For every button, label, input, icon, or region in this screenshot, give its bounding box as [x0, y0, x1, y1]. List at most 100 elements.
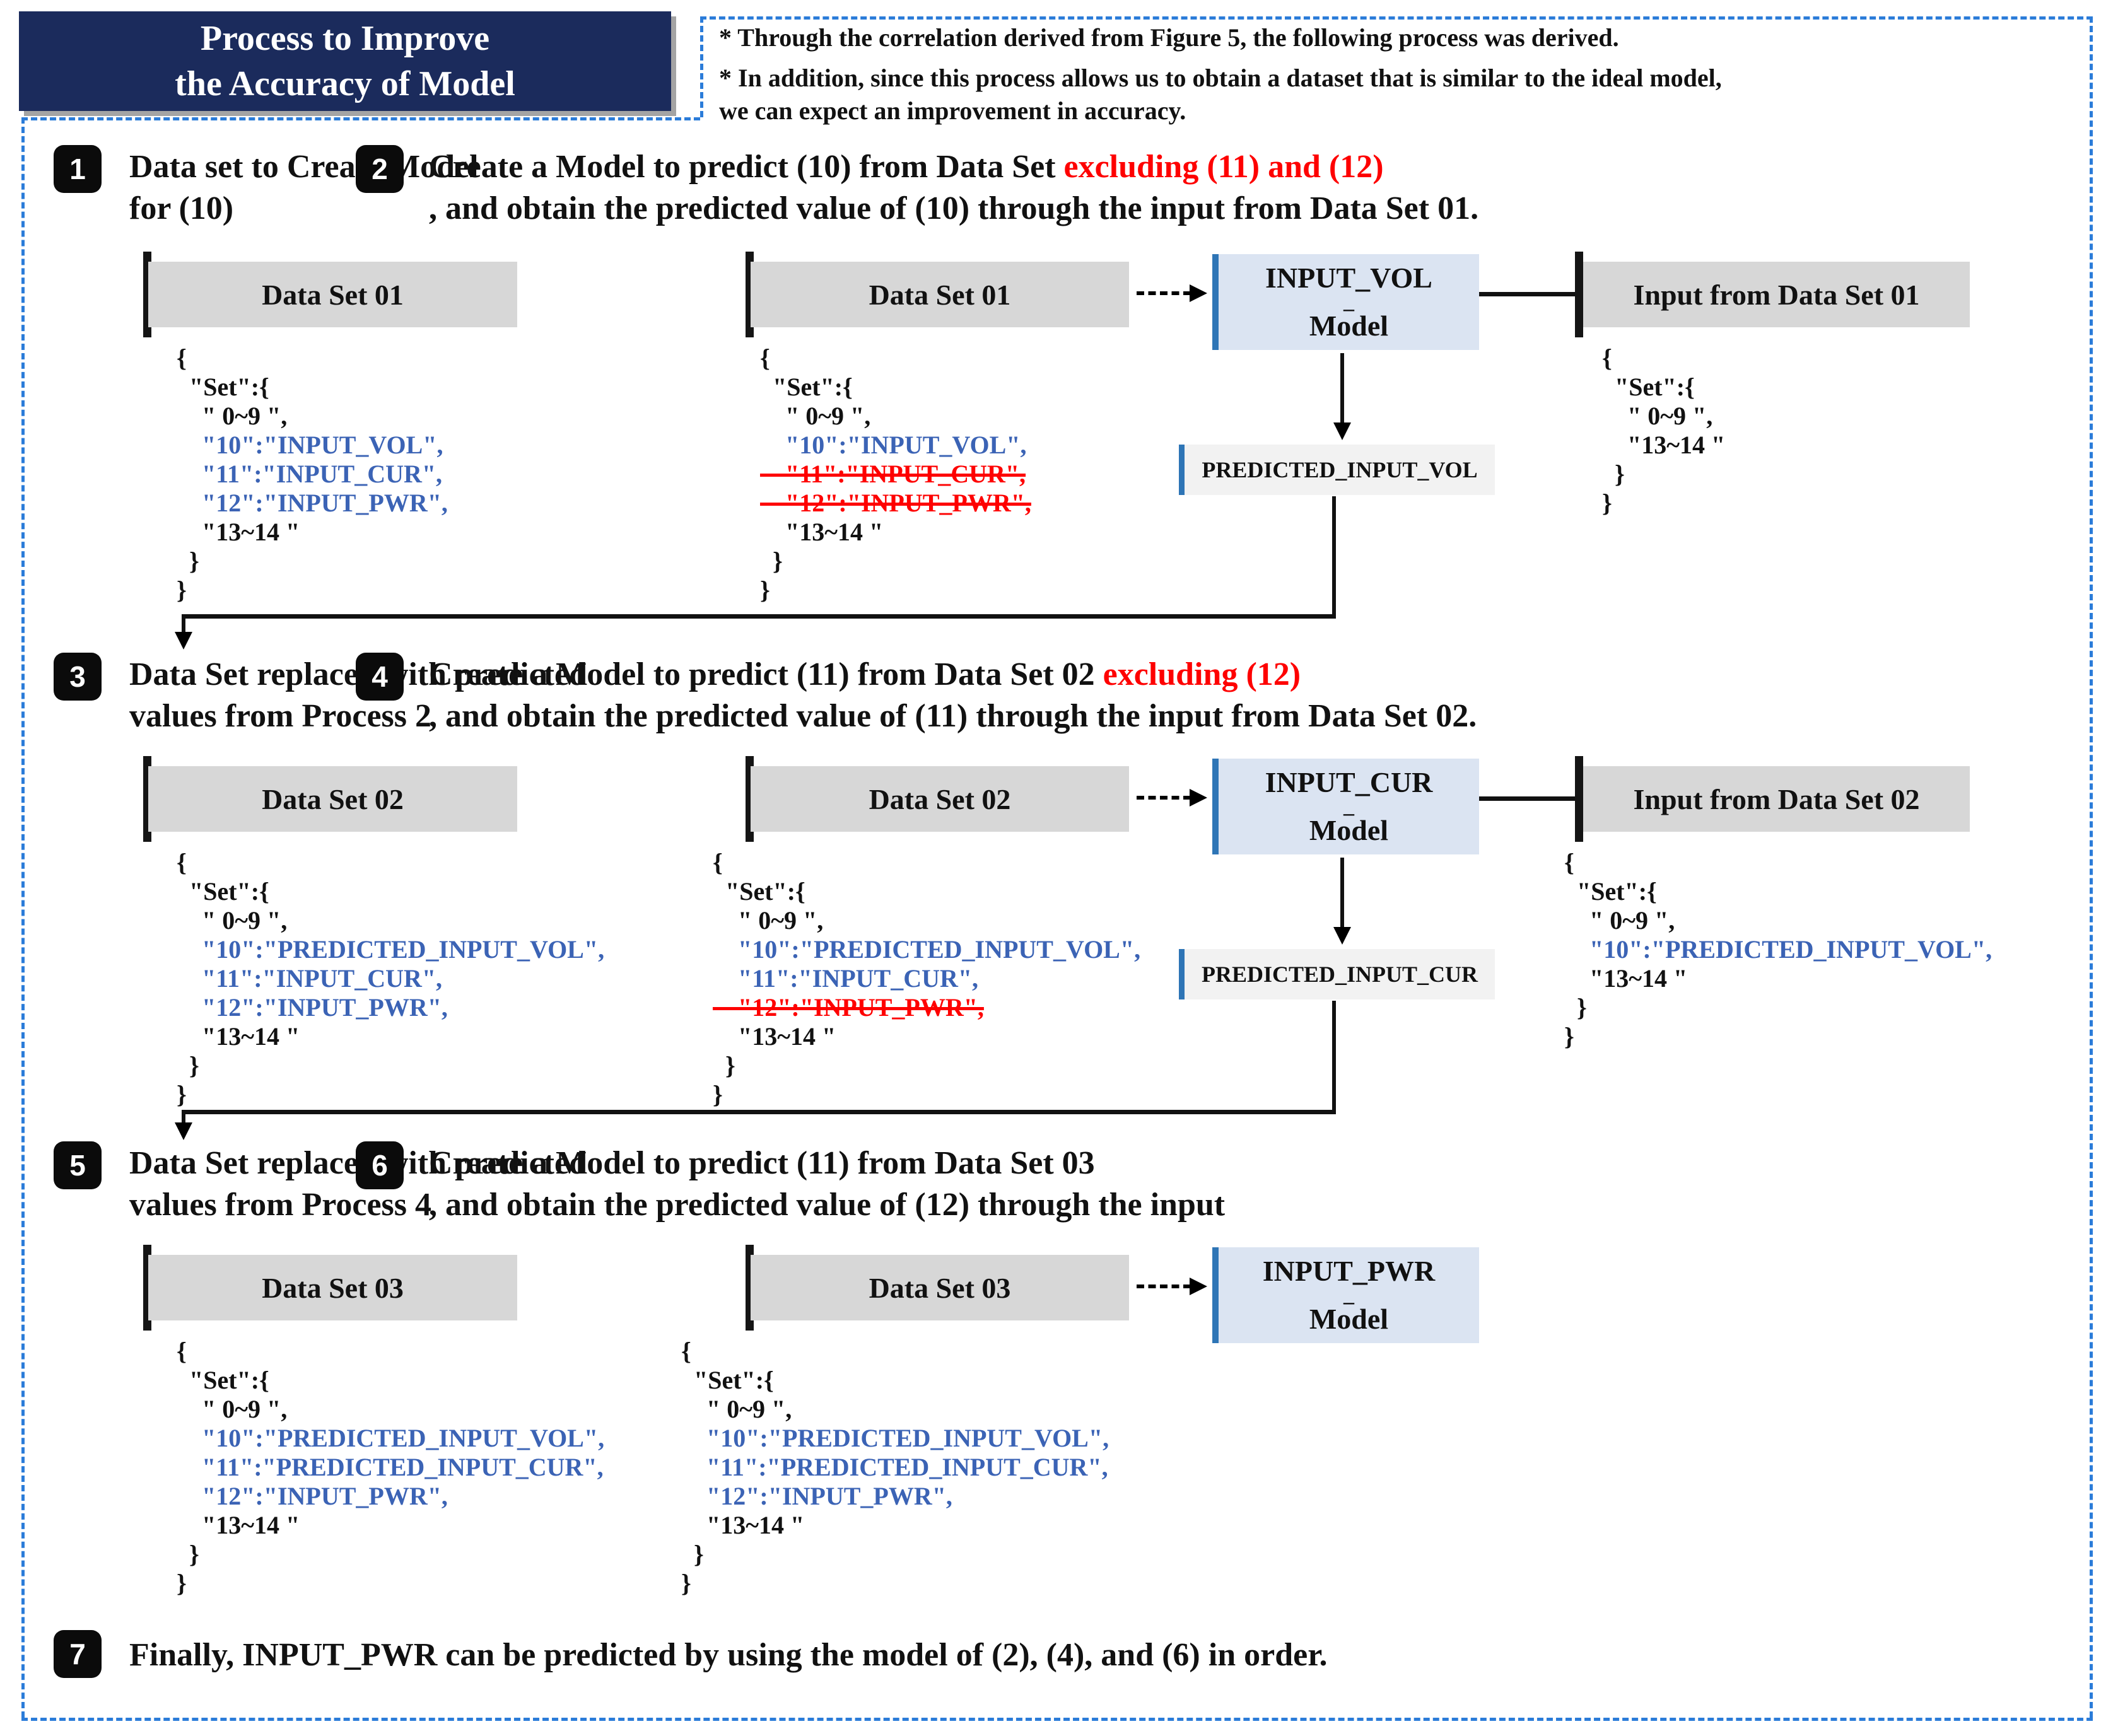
json-line: "13~14 " [177, 1511, 300, 1539]
dashed-arrow-row1 [1137, 291, 1191, 295]
diagram-title-line1: Process to Improve [200, 19, 490, 58]
input-vol-model-underscore: _ [1343, 290, 1354, 313]
json-input-dataset01: { "Set":{ " 0~9 ", "13~14 " }} [1602, 344, 1725, 518]
step6-number: 6 [372, 1149, 388, 1182]
dashed-arrow-row3-head-icon [1190, 1278, 1207, 1295]
json-dataset02-step4: { "Set":{ " 0~9 ", "10":"PREDICTED_INPUT… [713, 848, 1140, 1109]
step4-title-line1: Create a Model to predict (11) from Data… [429, 654, 1477, 696]
diagram-title-box: Process to Improve the Accuracy of Model [19, 11, 671, 111]
input-cur-model-name: INPUT_CUR [1265, 766, 1433, 798]
json-line: "13~14 " [177, 518, 300, 546]
json-line: "Set":{ [177, 877, 269, 906]
dashed-arrow-row2-head-icon [1190, 789, 1207, 807]
json-dataset03-step5: { "Set":{ " 0~9 ", "10":"PREDICTED_INPUT… [177, 1337, 604, 1598]
json-input-dataset02: { "Set":{ " 0~9 ", "10":"PREDICTED_INPUT… [1564, 848, 1992, 1051]
ds01-step1-box: Data Set 01 [148, 262, 517, 327]
step4-title: Create a Model to predict (11) from Data… [429, 654, 1477, 737]
step1-title-line2: for (10) [129, 190, 234, 226]
elbow2-head-icon [175, 1122, 192, 1140]
json-line: "Set":{ [1602, 373, 1695, 401]
input-pwr-model-name: INPUT_PWR [1262, 1255, 1436, 1287]
input01-label: Input from Data Set 01 [1633, 278, 1920, 311]
json-line: " 0~9 ", [713, 906, 824, 935]
json-line: "12":"INPUT_PWR", [177, 489, 448, 517]
json-line: } [1602, 460, 1625, 488]
json-line: "11":"INPUT_CUR", [713, 964, 979, 993]
step6-title-line1: Create a Model to predict (11) from Data… [429, 1143, 1225, 1184]
json-line: } [177, 576, 187, 604]
step7-number: 7 [69, 1638, 86, 1670]
json-line: "10":"PREDICTED_INPUT_VOL", [177, 1424, 605, 1452]
json-line: } [760, 547, 783, 575]
step7-title-line1: Finally, INPUT_PWR can be predicted by u… [129, 1637, 1328, 1673]
note-line2: * In addition, since this process allows… [719, 64, 1722, 92]
ds03-step6-label: Data Set 03 [869, 1271, 1011, 1304]
connector-model2-input2 [1479, 796, 1575, 801]
json-line: "11":"INPUT_CUR", [177, 460, 443, 488]
json-line: "12":"INPUT_PWR", [681, 1482, 952, 1510]
arrow-model2-pred2-head-icon [1333, 927, 1351, 945]
json-line: } [177, 1080, 187, 1109]
json-line: "11":"INPUT_CUR", [177, 964, 443, 993]
input01-left-bar [1575, 252, 1583, 337]
diagram-title-line2: the Accuracy of Model [175, 64, 515, 103]
predicted-input-vol-box: PREDICTED_INPUT_VOL [1179, 445, 1495, 495]
connector-model1-input1 [1479, 292, 1575, 296]
json-line: } [713, 1051, 735, 1080]
input01-box: Input from Data Set 01 [1583, 262, 1970, 327]
step2-title-line1: Create a Model to predict (10) from Data… [429, 146, 1478, 188]
json-line: } [177, 1540, 199, 1568]
elbow1-head-icon [175, 632, 192, 650]
elbow2-vertical [1332, 1001, 1336, 1111]
elbow2-horizontal [182, 1110, 1336, 1114]
json-line: " 0~9 ", [1602, 402, 1713, 430]
arrow-model2-pred2-line [1340, 858, 1344, 928]
step4-title-line2: , and obtain the predicted value of (11)… [429, 698, 1477, 734]
input-vol-model-name: INPUT_VOL [1265, 262, 1432, 294]
json-line: "Set":{ [177, 1366, 269, 1394]
predicted-input-cur-label: PREDICTED_INPUT_CUR [1201, 962, 1478, 987]
step1-number: 1 [69, 153, 86, 185]
json-line: "10":"PREDICTED_INPUT_VOL", [713, 935, 1141, 964]
json-line: " 0~9 ", [177, 906, 288, 935]
input-vol-model-word: Model [1309, 310, 1389, 342]
json-line: } [177, 1051, 199, 1080]
json-line: { [681, 1337, 691, 1365]
dashed-border-left [21, 117, 25, 1718]
json-line: "Set":{ [760, 373, 853, 401]
step6-title: Create a Model to predict (11) from Data… [429, 1143, 1225, 1226]
input-cur-model-underscore: _ [1343, 795, 1354, 818]
json-line: "13~14 " [713, 1022, 836, 1051]
step4-title-red: excluding (12) [1103, 656, 1301, 692]
input-pwr-model-word: Model [1309, 1303, 1389, 1335]
step2-title-red: excluding (11) and (12) [1063, 149, 1384, 185]
step1-title: Data set to Create Model for (10) [129, 146, 479, 230]
input-cur-model-word: Model [1309, 814, 1389, 846]
json-line: } [177, 1569, 187, 1597]
dashed-border-bottom [21, 1718, 2093, 1721]
json-line: " 0~9 ", [681, 1395, 792, 1423]
step7-title: Finally, INPUT_PWR can be predicted by u… [129, 1634, 1328, 1676]
json-line: } [760, 576, 770, 604]
step6-badge: 6 [356, 1141, 404, 1189]
json-line: "13~14 " [760, 518, 884, 546]
dashed-arrow-row3 [1137, 1285, 1191, 1288]
json-line: } [1602, 489, 1612, 517]
json-line: { [760, 344, 770, 372]
input-cur-model-box: INPUT_CUR _ Model [1212, 759, 1479, 854]
json-dataset01-step2: { "Set":{ " 0~9 ", "10":"INPUT_VOL", "11… [760, 344, 1031, 605]
json-line: " 0~9 ", [760, 402, 871, 430]
json-line: "11":"PREDICTED_INPUT_CUR", [681, 1453, 1108, 1481]
step5-badge: 5 [54, 1141, 102, 1189]
input-pwr-model-box: INPUT_PWR _ Model [1212, 1247, 1479, 1343]
step2-number: 2 [372, 153, 388, 185]
input02-box: Input from Data Set 02 [1583, 766, 1970, 832]
note-line1: * Through the correlation derived from F… [719, 23, 1619, 52]
json-line: { [1564, 848, 1574, 877]
note-line3: we can expect an improvement in accuracy… [719, 96, 1186, 125]
json-line: { [177, 1337, 187, 1365]
step4-title-black: Create a Model to predict (11) from Data… [429, 656, 1103, 692]
ds02-step3-box: Data Set 02 [148, 766, 517, 832]
dashed-border-right [2090, 16, 2093, 1718]
step2-title-black: Create a Model to predict (10) from Data… [429, 149, 1064, 185]
